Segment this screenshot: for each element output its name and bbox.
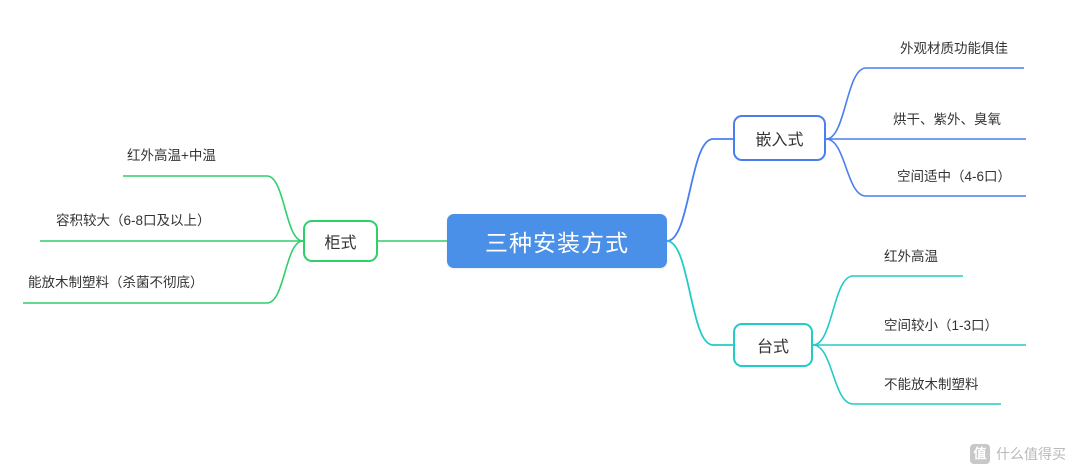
leaf-embedded-3[interactable]: 空间适中（4-6口） [897,169,1012,184]
branch-node-cabinet[interactable]: 柜式 [303,220,378,262]
leaf-cabinet-3[interactable]: 能放木制塑料（杀菌不彻底） [28,275,204,290]
leaf-desktop-2[interactable]: 空间较小（1-3口） [884,318,999,333]
branch-node-embedded[interactable]: 嵌入式 [733,115,826,161]
leaf-embedded-2[interactable]: 烘干、紫外、臭氧 [893,112,1001,127]
leaf-cabinet-1[interactable]: 红外高温+中温 [127,148,216,163]
watermark-text: 什么值得买 [996,446,1066,462]
branch-node-desktop[interactable]: 台式 [733,323,813,367]
leaf-cabinet-2[interactable]: 容积较大（6-8口及以上） [56,213,211,228]
leaf-embedded-1[interactable]: 外观材质功能俱佳 [900,41,1008,56]
leaf-desktop-3[interactable]: 不能放木制塑料 [884,377,979,392]
leaf-desktop-1[interactable]: 红外高温 [884,249,938,264]
watermark: 值 什么值得买 [970,444,1066,464]
watermark-badge-icon: 值 [970,444,990,464]
root-node[interactable]: 三种安装方式 [447,214,667,268]
